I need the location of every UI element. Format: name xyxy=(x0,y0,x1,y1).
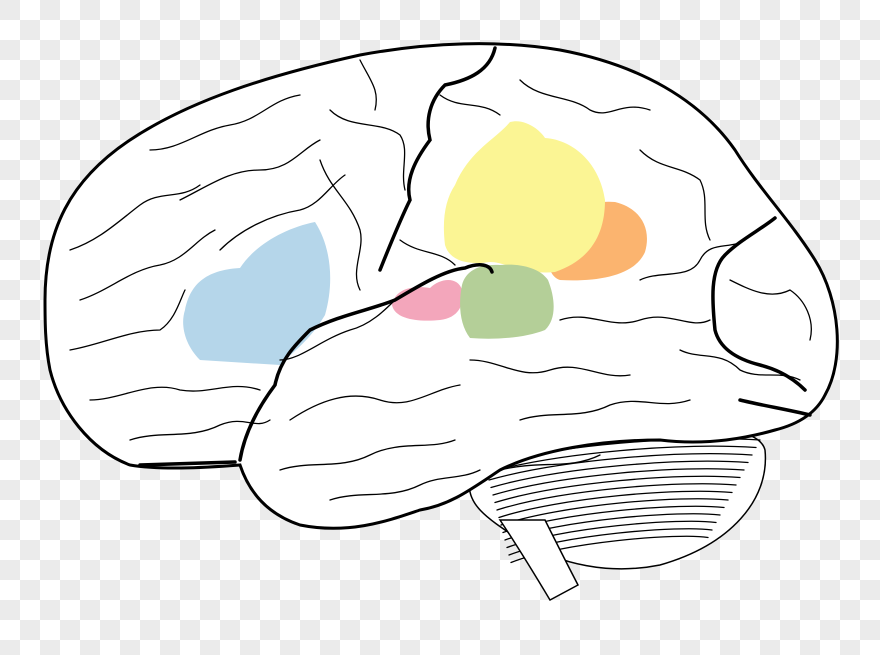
central-sulcus xyxy=(378,46,497,272)
cerebellum-folium xyxy=(486,445,757,474)
cerebellum-folium xyxy=(492,468,745,496)
cerebellum-folium xyxy=(498,490,733,519)
cerebellum-folium xyxy=(496,483,737,511)
region-yellow xyxy=(443,121,605,273)
cerebellum-folium xyxy=(500,498,729,526)
cerebellum-folium xyxy=(488,453,753,481)
cerebellum-folium xyxy=(490,460,749,489)
brainstem xyxy=(498,519,580,601)
parieto-occipital-sulcus xyxy=(711,216,807,392)
cerebellum-folium xyxy=(494,475,741,504)
region-blue xyxy=(183,222,331,365)
gyri-lines xyxy=(69,59,812,501)
occipital-sulcus xyxy=(738,398,812,417)
region-green xyxy=(460,264,554,339)
lateral-sulcus xyxy=(238,263,494,462)
temporal-pole xyxy=(138,460,237,467)
